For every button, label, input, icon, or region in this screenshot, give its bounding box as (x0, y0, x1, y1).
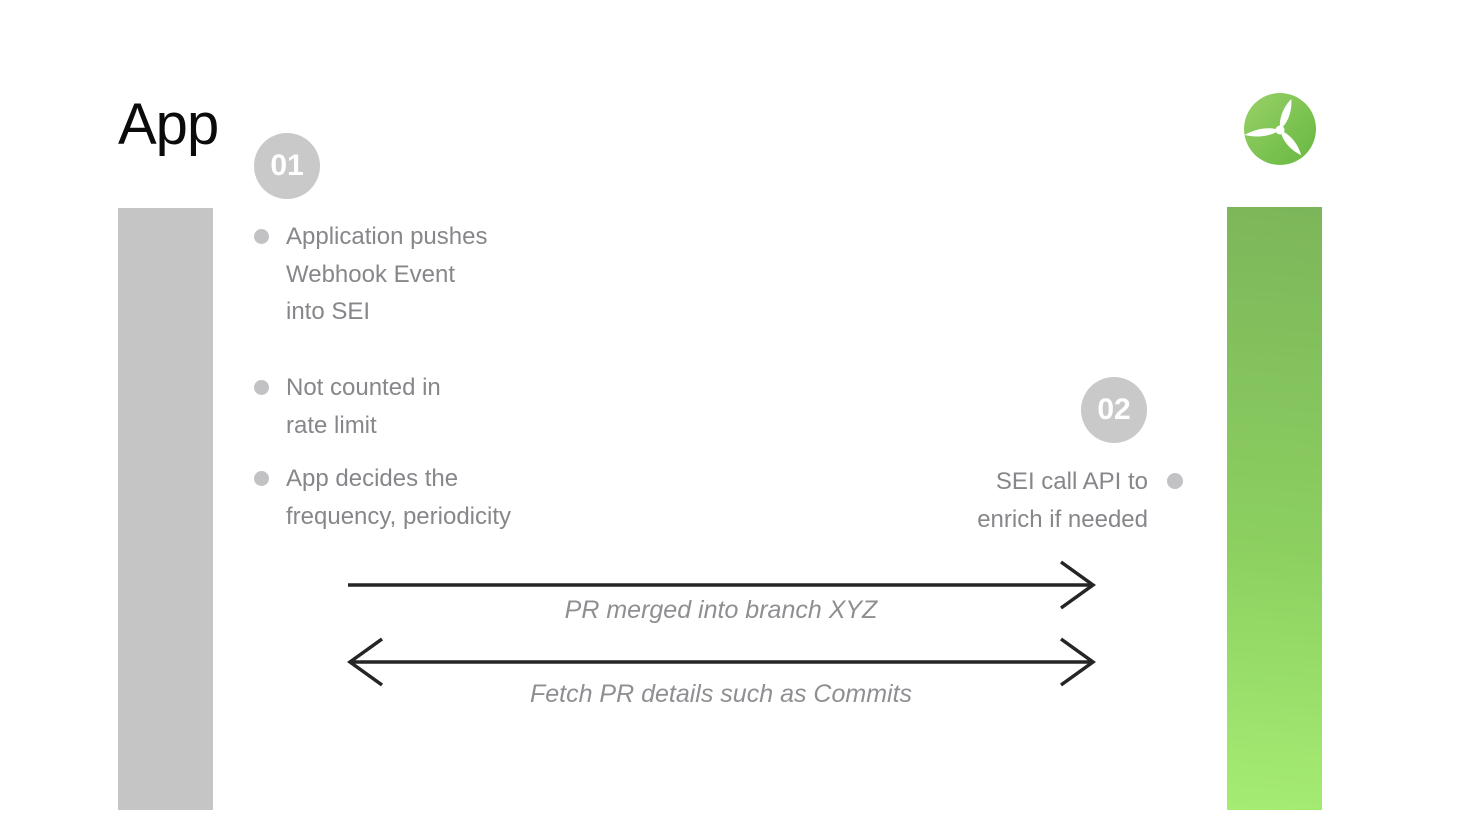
bullet-line: Webhook Event (286, 260, 455, 288)
arrow-label-fetch-pr: Fetch PR details such as Commits (529, 680, 913, 708)
propeller-icon (1244, 98, 1302, 156)
list-item: App decides the frequency, periodicity (254, 460, 511, 535)
arrow-label-pr-merged: PR merged into branch XYZ (564, 596, 878, 624)
app-lane-bar (118, 208, 213, 810)
bullet-text: App decides the frequency, periodicity (286, 460, 511, 535)
step-badge-02: 02 (1081, 377, 1147, 443)
bullet-icon (1167, 473, 1183, 489)
bullet-line: Application pushes (286, 223, 488, 250)
bullet-line: frequency, periodicity (286, 502, 511, 530)
arrow-both-fetch-pr (347, 637, 1096, 687)
list-item: Not counted in rate limit (254, 369, 441, 444)
step2-line: SEI call API to (995, 468, 1148, 495)
step-badge-01: 01 (254, 133, 320, 199)
step2-line: enrich if needed (977, 505, 1148, 533)
bullet-line: rate limit (286, 411, 377, 439)
bullet-line: into SEI (286, 298, 371, 325)
sei-lane-bar (1227, 207, 1322, 810)
page-title: App (118, 92, 219, 157)
bullet-line: App decides the (286, 465, 459, 492)
bullet-icon (254, 229, 269, 244)
bullet-icon (254, 471, 269, 486)
bullet-text: Application pushes Webhook Event into SE… (286, 218, 487, 331)
arrow-right-pr-merged (348, 560, 1096, 610)
bullet-text: Not counted in rate limit (286, 369, 441, 444)
list-item: Application pushes Webhook Event into SE… (254, 218, 487, 331)
bullet-icon (254, 380, 269, 395)
propeller-logo (1244, 93, 1316, 165)
bullet-line: Not counted in (286, 374, 441, 401)
step2-text: SEI call API to enrich if needed (977, 463, 1148, 538)
